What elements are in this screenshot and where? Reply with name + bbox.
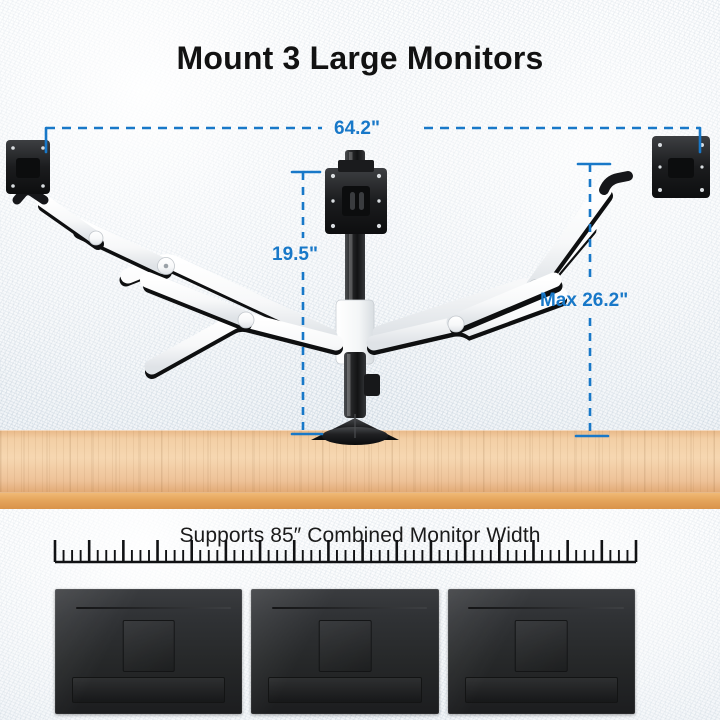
port-slot xyxy=(268,677,422,703)
wood-desk-edge xyxy=(0,492,720,509)
dimension-label-overall-width: 64.2" xyxy=(334,118,380,139)
dimension-line-max-height xyxy=(574,162,612,438)
vesa-mount-plate-right xyxy=(652,136,710,198)
gas-spring-arm-right-lower xyxy=(366,272,568,355)
dimension-line-arm-height xyxy=(290,170,324,436)
monitor-back-right xyxy=(447,589,635,714)
combined-width-caption: Supports 85″ Combined Monitor Width xyxy=(179,524,541,547)
port-slot xyxy=(71,677,226,703)
vesa-plate-area xyxy=(515,620,568,673)
monitor-back-row xyxy=(55,589,635,714)
vesa-mount-plate-center xyxy=(325,160,387,234)
desk-base-foot xyxy=(311,299,399,445)
monitor-seam xyxy=(75,606,232,609)
gas-spring-arm-left xyxy=(6,140,338,347)
vesa-plate-area xyxy=(318,620,372,673)
dimension-label-max-height: Max 26.2" xyxy=(540,290,629,311)
dimension-label-arm-height: 19.5" xyxy=(272,244,318,265)
monitor-back-left xyxy=(55,589,243,714)
vesa-mount-plate-left xyxy=(6,140,50,194)
monitor-seam xyxy=(468,606,624,609)
page-title: Mount 3 Large Monitors xyxy=(176,40,544,76)
port-slot xyxy=(464,677,619,703)
gas-spring-arm-left-lower xyxy=(140,272,344,379)
dimension-line-overall-width xyxy=(44,126,702,154)
vesa-plate-area xyxy=(122,620,175,673)
monitor-seam xyxy=(271,606,428,609)
monitor-back-center xyxy=(251,589,439,714)
